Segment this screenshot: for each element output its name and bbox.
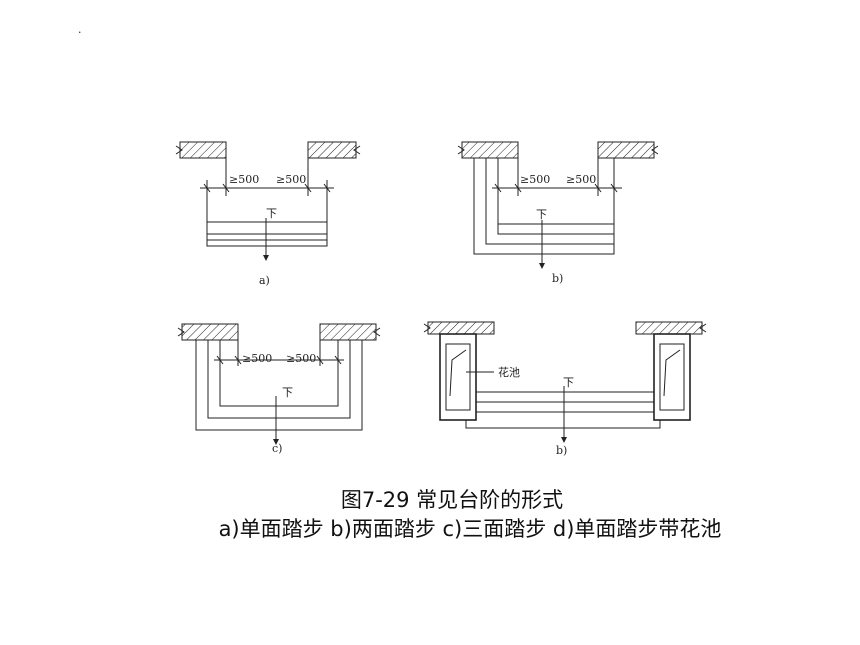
figure-a-single-side-steps: [175, 141, 361, 261]
dim-right-c: ≥500: [286, 352, 316, 365]
down-label-a: 下: [266, 207, 277, 220]
planter-left: [439, 333, 477, 421]
dim-left-c: ≥500: [242, 352, 272, 365]
down-label-d: 下: [563, 376, 574, 389]
dim-right-b: ≥500: [566, 173, 596, 186]
figure-b-two-side-steps: [457, 141, 659, 269]
figure-caption-title: 图7-29 常见台阶的形式: [340, 488, 564, 512]
steps-c-outer: [195, 340, 363, 431]
wall-left-d: [427, 321, 495, 335]
planter-label: 花池: [498, 366, 520, 379]
down-label-c: 下: [282, 386, 293, 399]
dim-left-b: ≥500: [520, 173, 550, 186]
break-mark: [175, 145, 183, 155]
sublabel-d: b): [556, 444, 567, 457]
break-mark: [353, 145, 361, 155]
down-label-b: 下: [536, 208, 547, 221]
corner-mark: ·: [78, 26, 82, 39]
wall-left-b: [461, 141, 519, 159]
figure-caption-subtitle: a)单面踏步 b)两面踏步 c)三面踏步 d)单面踏步带花池: [218, 517, 722, 541]
figure-d-steps-with-planters: [423, 321, 707, 443]
planter-right: [653, 333, 691, 421]
wall-right-d: [635, 321, 703, 335]
wall-left-c: [181, 323, 239, 341]
wall-right-c: [319, 323, 377, 341]
dim-left-a: ≥500: [229, 173, 259, 186]
wall-right-b: [597, 141, 655, 159]
steps-b-outer: [473, 158, 615, 255]
sublabel-b: b): [552, 272, 563, 285]
dim-right-a: ≥500: [276, 173, 306, 186]
wall-right-a: [307, 141, 357, 159]
wall-left-a: [179, 141, 227, 159]
sublabel-a: a): [259, 274, 270, 287]
figure-c-three-side-steps: [177, 323, 381, 445]
sublabel-c: c): [272, 442, 282, 455]
